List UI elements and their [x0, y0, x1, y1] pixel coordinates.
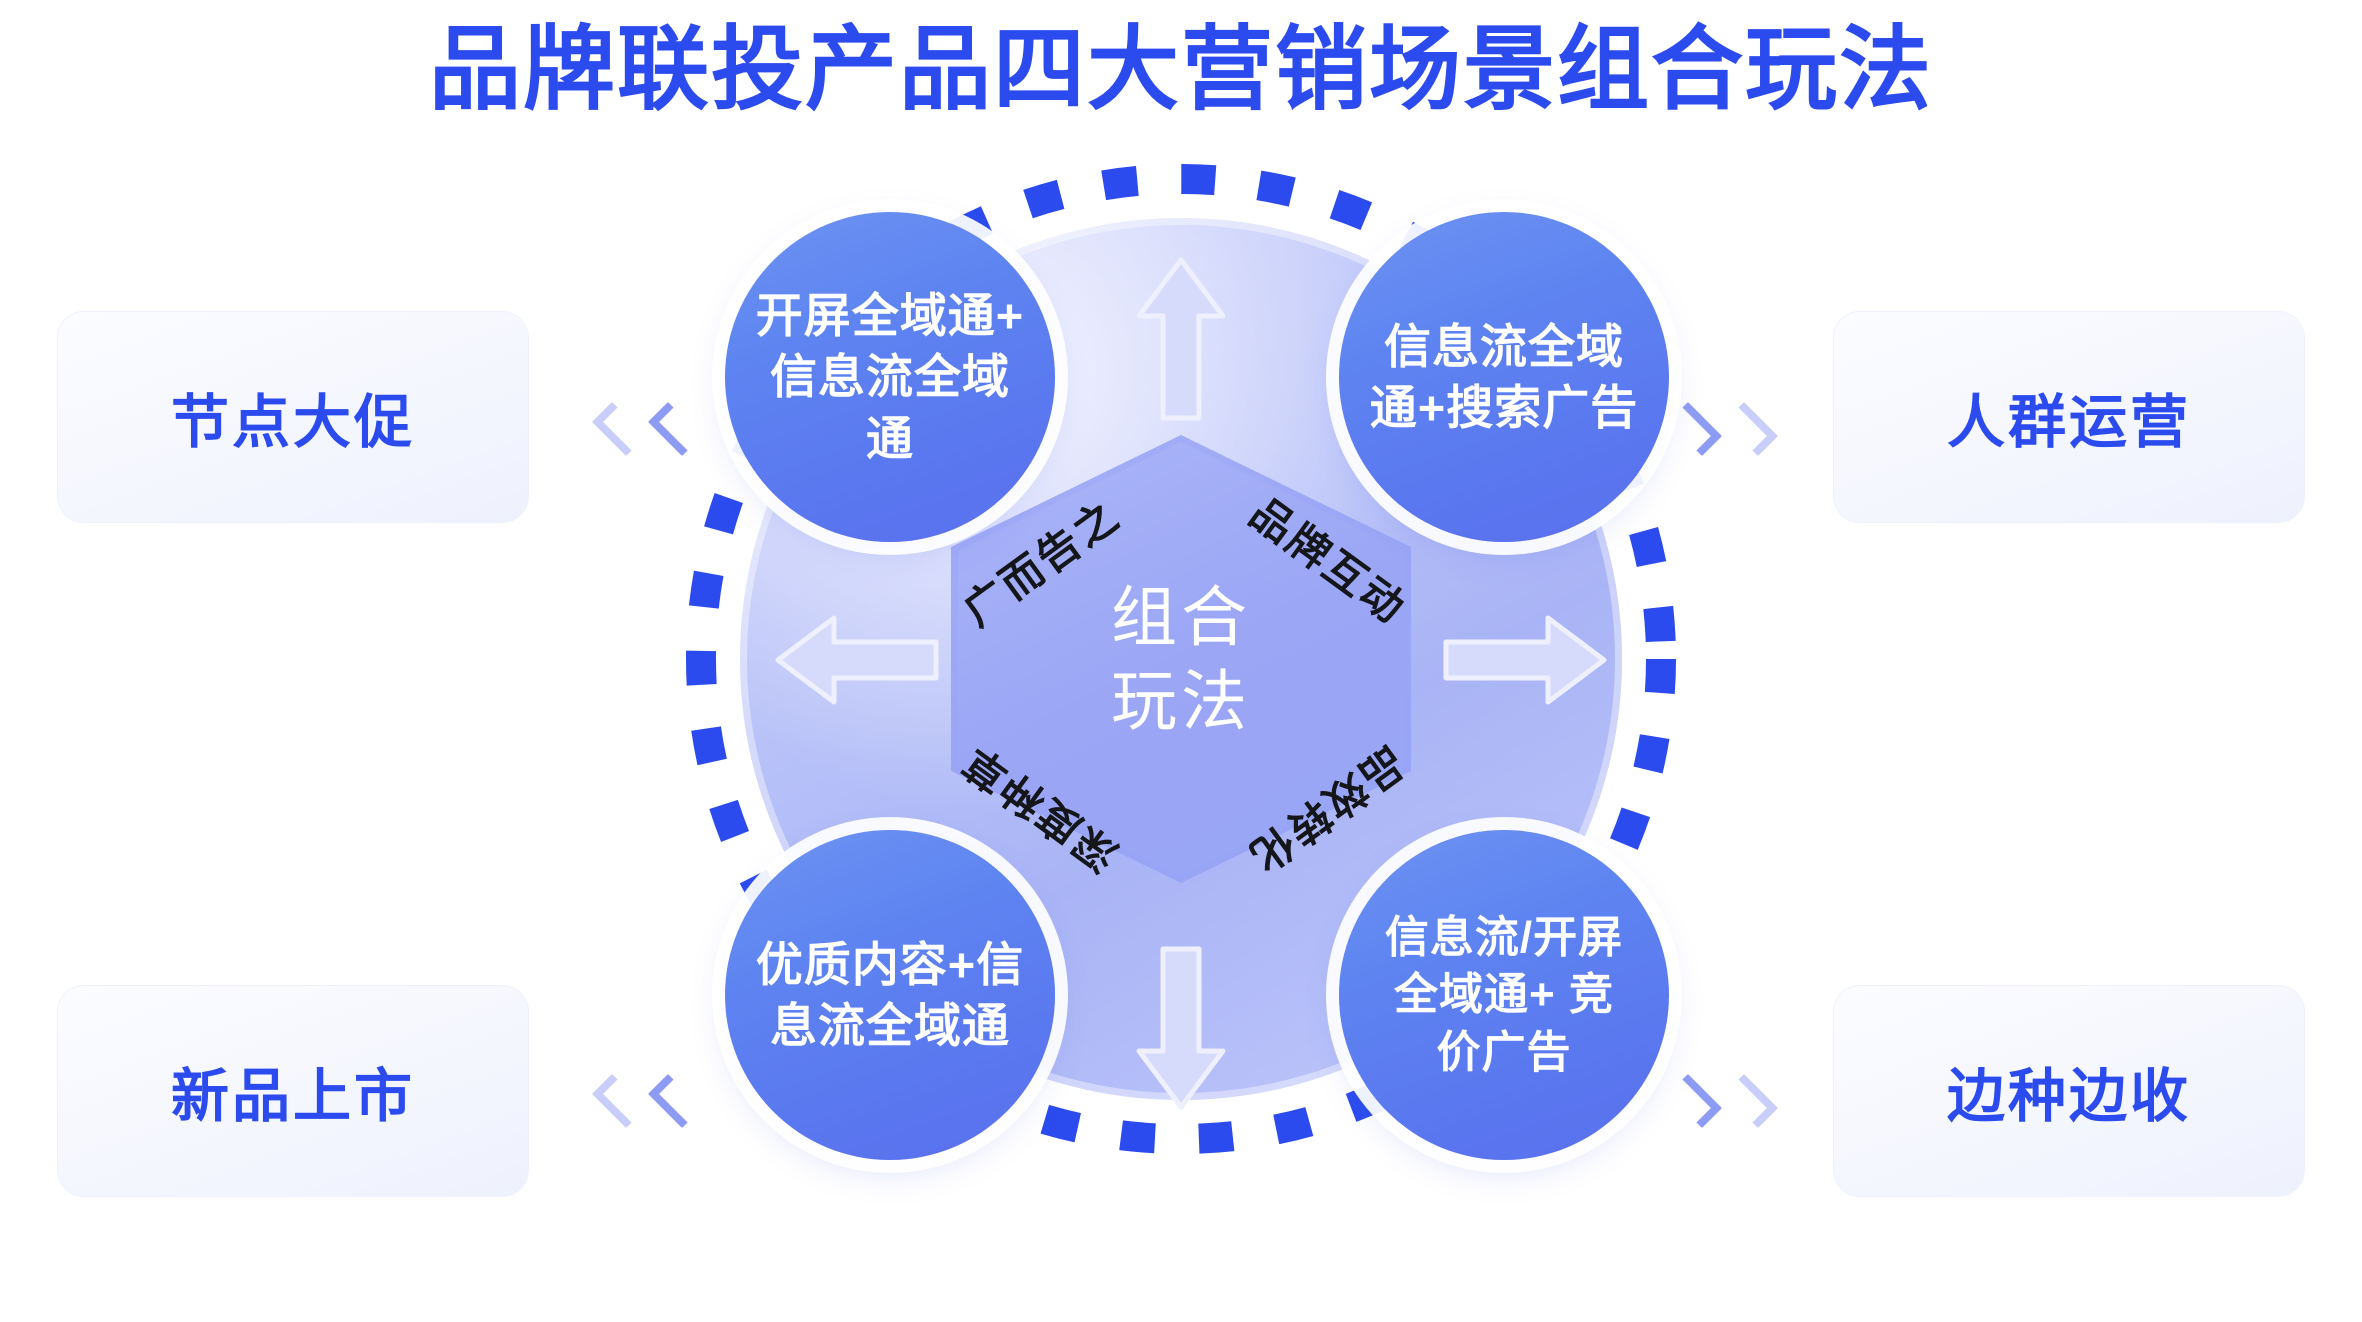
- chevron-left-icon: [596, 1062, 642, 1140]
- arrow-left-icon: [772, 612, 942, 708]
- scenario-label-bottom-right: 边种边收: [1946, 1064, 2191, 1129]
- chevron-right-icon-top: [1672, 390, 1774, 468]
- arrow-up-icon: [1133, 254, 1229, 424]
- center-hexagon-label: 组合 玩法: [1111, 579, 1251, 738]
- chevron-left-icon: [652, 1062, 698, 1140]
- chevron-left-icon: [596, 390, 642, 468]
- chevron-right-icon: [1672, 390, 1718, 468]
- scenario-label-bottom-left: 新品上市: [170, 1064, 415, 1129]
- chevron-left-icon: [652, 390, 698, 468]
- scenario-card-bottom-left[interactable]: 新品上市: [58, 986, 528, 1196]
- node-label-top-left: 开屏全域通+ 信息流全域通: [755, 289, 1025, 465]
- node-circle-top-left[interactable]: 开屏全域通+ 信息流全域通: [725, 212, 1055, 542]
- chevron-right-icon: [1672, 1062, 1718, 1140]
- scenario-label-top-right: 人群运营: [1946, 390, 2191, 455]
- node-circle-bottom-left[interactable]: 优质内容+信 息流全域通: [725, 830, 1055, 1160]
- chevron-right-icon-bottom: [1672, 1062, 1774, 1140]
- chevron-right-icon: [1728, 1062, 1774, 1140]
- node-label-bottom-right: 信息流/开屏 全域通+ 竞 价广告: [1384, 913, 1624, 1077]
- node-circle-bottom-right[interactable]: 信息流/开屏 全域通+ 竞 价广告: [1339, 830, 1669, 1160]
- scenario-card-top-left[interactable]: 节点大促: [58, 312, 528, 522]
- arrow-right-icon: [1440, 612, 1610, 708]
- scenario-card-bottom-right[interactable]: 边种边收: [1834, 986, 2304, 1196]
- chevron-left-icon-bottom: [596, 1062, 698, 1140]
- chevron-left-icon-top: [596, 390, 698, 468]
- scenario-label-top-left: 节点大促: [170, 390, 415, 455]
- scenario-card-top-right[interactable]: 人群运营: [1834, 312, 2304, 522]
- page-title: 品牌联投产品四大营销场景组合玩法: [428, 19, 1933, 121]
- dashed-ring-icon: [686, 164, 1676, 1154]
- diagram-stage: 组合 玩法 广而告之 品牌互动 深度种草 品效转化 开屏全域通+ 信息流全域通 …: [0, 150, 2362, 1322]
- node-label-bottom-left: 优质内容+信 息流全域通: [755, 937, 1025, 1052]
- node-circle-top-right[interactable]: 信息流全域 通+搜索广告: [1339, 212, 1669, 542]
- node-label-top-right: 信息流全域 通+搜索广告: [1369, 319, 1639, 434]
- chevron-right-icon: [1728, 390, 1774, 468]
- arrow-down-icon: [1133, 943, 1229, 1113]
